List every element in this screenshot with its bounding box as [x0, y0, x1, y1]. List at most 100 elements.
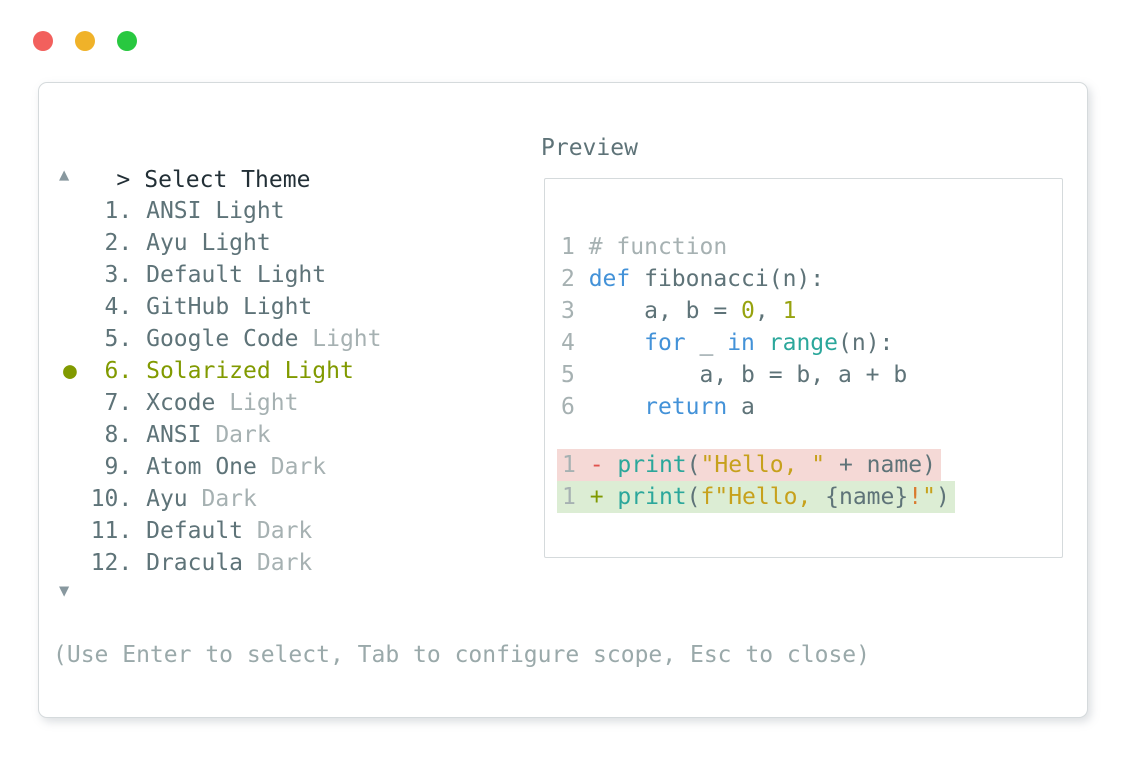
diff-line-removed: 1 - print("Hello, " + name)	[557, 449, 1062, 481]
theme-option-5[interactable]: 5. Google Code Light	[63, 323, 382, 355]
theme-name: Ayu	[146, 230, 188, 256]
code-token-green: +	[589, 484, 618, 510]
theme-option-12[interactable]: 12. Dracula Dark	[63, 547, 382, 579]
theme-variant: Dark	[187, 486, 257, 512]
theme-name: Dracula	[146, 550, 244, 576]
prompt-symbol: >	[116, 167, 131, 193]
code-token-orange: !	[908, 484, 923, 510]
code-block: 1 # function 2 def fibonacci(n): 3 a, b = …	[561, 231, 1062, 423]
code-token-builtin: print	[617, 452, 687, 478]
code-token-string: "Hello, "	[700, 452, 826, 478]
theme-name: Solarized	[146, 358, 271, 384]
theme-name: Default	[146, 262, 244, 288]
diff-line-added: 1 + print(f"Hello, {name}!")	[557, 481, 1062, 513]
line-number: 6	[561, 394, 589, 420]
line-number: 1	[562, 484, 590, 510]
code-token-keyword: def	[588, 266, 631, 292]
code-token-keyword: for	[644, 330, 686, 356]
code-token-number: 0	[741, 298, 755, 324]
line-number: 1	[562, 452, 590, 478]
theme-variant: Light	[243, 262, 327, 288]
code-token-plain: {name}	[825, 484, 909, 510]
code-token-keyword: return	[644, 394, 728, 420]
code-line-5: 5 a, b = b, a + b	[561, 359, 1062, 391]
code-token-builtin: range	[768, 330, 838, 356]
theme-name: Google Code	[146, 326, 299, 352]
picker-title: >Select Theme	[61, 132, 310, 228]
code-token-keyword: in	[727, 330, 755, 356]
maximize-button[interactable]	[117, 31, 137, 51]
theme-variant: Light	[187, 230, 271, 256]
code-token-builtin: print	[617, 484, 687, 510]
theme-option-9[interactable]: 9. Atom One Dark	[63, 451, 382, 483]
item-number: 9.	[63, 454, 147, 480]
code-token-plain: (	[686, 452, 701, 478]
preview-box: 1 # function 2 def fibonacci(n): 3 a, b = …	[544, 178, 1063, 558]
theme-list: 1. ANSI Light 2. Ayu Light 3. Default Li…	[63, 195, 382, 579]
preview-label: Preview	[541, 135, 638, 161]
code-token-plain: )	[935, 484, 950, 510]
code-token-plain: a, b = b, a + b	[588, 362, 908, 388]
code-line-1: 1 # function	[561, 231, 1062, 263]
theme-name: Ayu	[146, 486, 188, 512]
theme-variant: Light	[270, 358, 354, 384]
code-token-plain	[589, 330, 644, 356]
diff-highlight-band: 1 - print("Hello, " + name)	[557, 449, 941, 481]
line-number: 3	[561, 298, 589, 324]
code-token-plain: (	[686, 484, 701, 510]
code-token-plain: (n):	[838, 330, 894, 356]
theme-option-3[interactable]: 3. Default Light	[63, 259, 382, 291]
item-number: 8.	[63, 422, 147, 448]
diff-block: 1 - print("Hello, " + name)1 + print(f"H…	[557, 449, 1062, 513]
theme-option-10[interactable]: 10. Ayu Dark	[63, 483, 382, 515]
item-number: 11.	[63, 518, 147, 544]
theme-picker-panel: >Select Theme ▲ 1. ANSI Light 2. Ayu Lig…	[38, 82, 1088, 718]
code-line-6: 6 return a	[561, 391, 1062, 423]
theme-variant: Dark	[201, 422, 271, 448]
code-token-plain: a	[727, 394, 755, 420]
code-token-plain: _	[685, 330, 728, 356]
item-number: 12.	[63, 550, 147, 576]
code-token-string: f"Hello,	[700, 484, 826, 510]
item-number: 2.	[63, 230, 147, 256]
code-token-plain: fibonacci(n):	[630, 266, 825, 292]
scroll-up-icon[interactable]: ▲	[59, 165, 70, 185]
theme-variant: Light	[215, 390, 299, 416]
theme-option-8[interactable]: 8. ANSI Dark	[63, 419, 382, 451]
item-number: 3.	[63, 262, 147, 288]
footer-hint: (Use Enter to select, Tab to configure s…	[53, 642, 870, 668]
code-line-4: 4 for _ in range(n):	[561, 327, 1062, 359]
theme-name: Atom One	[146, 454, 257, 480]
code-token-red: -	[589, 452, 618, 478]
theme-name: ANSI	[146, 422, 202, 448]
theme-option-7[interactable]: 7. Xcode Light	[63, 387, 382, 419]
diff-gap	[561, 423, 1062, 449]
theme-option-4[interactable]: 4. GitHub Light	[63, 291, 382, 323]
minimize-button[interactable]	[75, 31, 95, 51]
theme-variant: Light	[229, 294, 313, 320]
theme-option-1[interactable]: 1. ANSI Light	[63, 195, 382, 227]
theme-option-2[interactable]: 2. Ayu Light	[63, 227, 382, 259]
theme-variant: Dark	[256, 454, 327, 480]
theme-name: ANSI	[146, 198, 202, 224]
code-token-string: "	[922, 484, 936, 510]
scroll-down-icon[interactable]: ▼	[59, 581, 70, 601]
code-token-plain: ,	[754, 298, 783, 324]
theme-variant: Dark	[243, 518, 313, 544]
selected-marker-and-number: ● 6.	[63, 358, 147, 384]
theme-name: GitHub	[146, 294, 230, 320]
close-button[interactable]	[33, 31, 53, 51]
code-token-number: 1	[782, 298, 797, 324]
item-number: 1.	[63, 198, 147, 224]
theme-option-6[interactable]: ● 6. Solarized Light	[63, 355, 382, 387]
item-number: 4.	[63, 294, 147, 320]
code-token-comment: # function	[588, 234, 728, 260]
theme-name: Xcode	[146, 390, 216, 416]
theme-variant: Dark	[243, 550, 313, 576]
theme-option-11[interactable]: 11. Default Dark	[63, 515, 382, 547]
theme-variant: Light	[201, 198, 285, 224]
line-number: 2	[561, 266, 589, 292]
line-number: 4	[561, 330, 589, 356]
code-token-plain	[755, 330, 769, 356]
window-controls	[33, 31, 137, 51]
